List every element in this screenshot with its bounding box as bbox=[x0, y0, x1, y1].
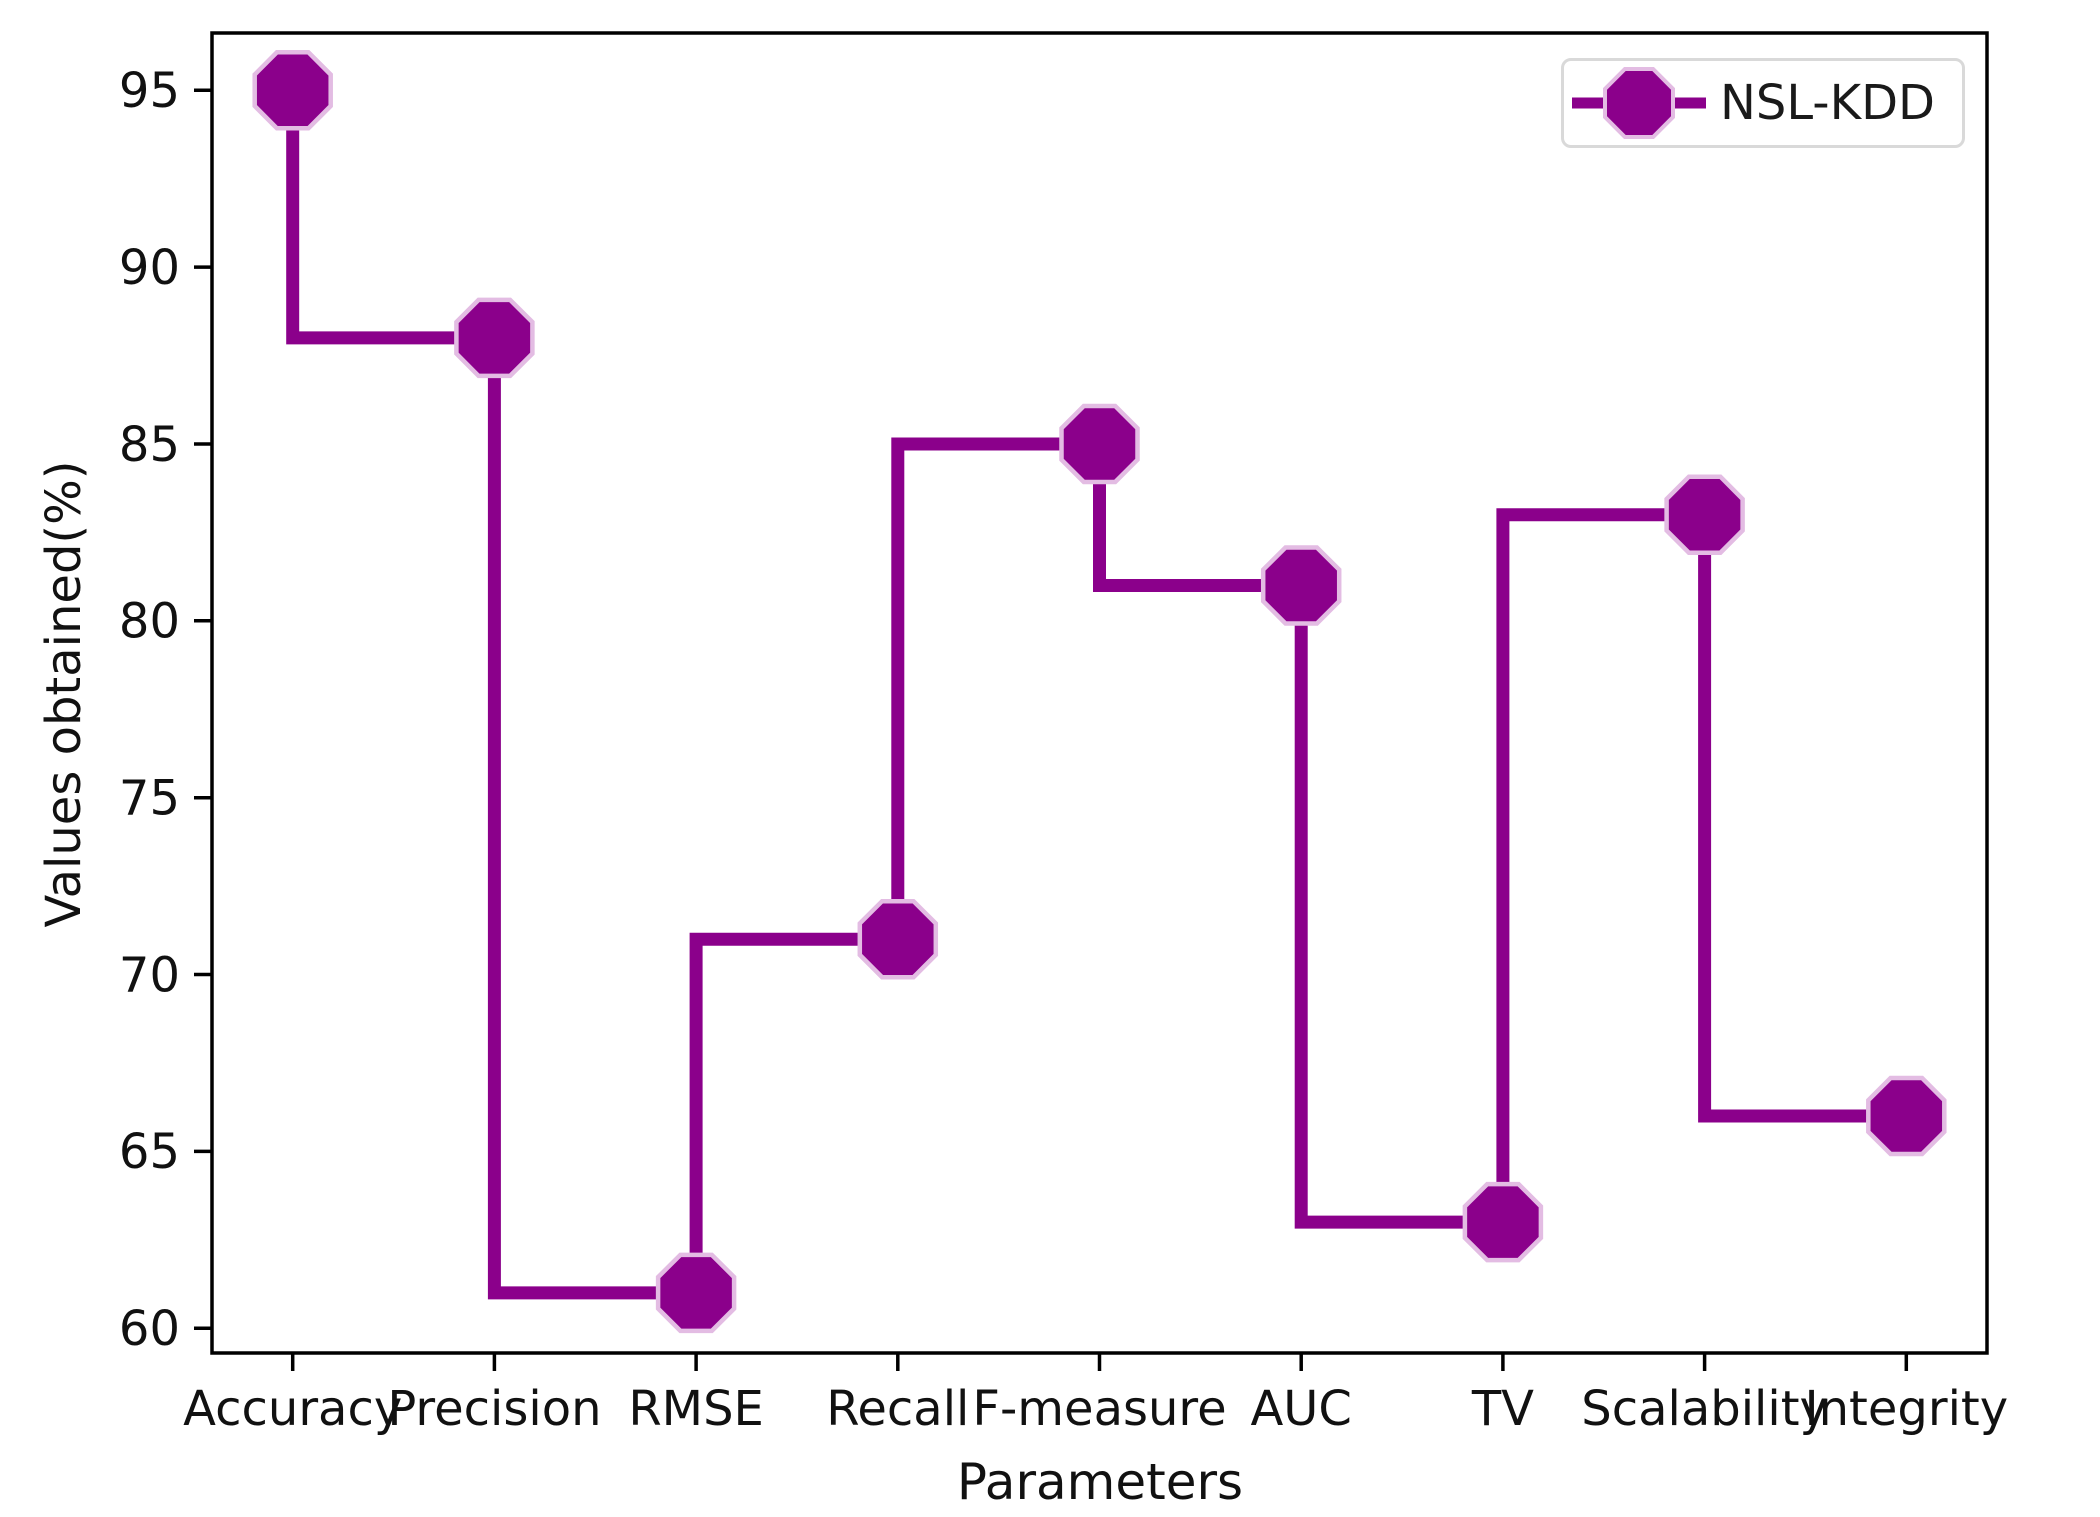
data-point-marker-accuracy bbox=[252, 50, 333, 131]
data-point-marker-integrity bbox=[1866, 1075, 1947, 1157]
data-point-marker-rmse bbox=[655, 1252, 737, 1334]
x-tick-label: F-measure bbox=[972, 1381, 1226, 1437]
legend: NSL-KDD bbox=[1561, 58, 1965, 148]
x-tick-label: AUC bbox=[1250, 1381, 1351, 1437]
y-tick-label: 75 bbox=[119, 771, 180, 827]
x-tick-label: RMSE bbox=[628, 1381, 764, 1437]
plot-border bbox=[210, 31, 1989, 1355]
y-tick-label: 80 bbox=[119, 594, 180, 650]
y-tick-label: 65 bbox=[119, 1124, 180, 1180]
data-point-marker-scalability bbox=[1664, 474, 1745, 555]
x-tick-label: Accuracy bbox=[183, 1381, 402, 1437]
y-tick-label: 90 bbox=[119, 240, 180, 296]
legend-marker bbox=[1572, 67, 1706, 139]
y-tick-label: 60 bbox=[119, 1301, 180, 1357]
y-tick-label: 95 bbox=[119, 63, 180, 119]
x-axis-title: Parameters bbox=[956, 1453, 1244, 1511]
y-axis-title: Values obtained(%) bbox=[36, 460, 92, 928]
legend-label: NSL-KDD bbox=[1720, 75, 1935, 131]
y-tick-label: 85 bbox=[119, 417, 180, 473]
x-tick-label: Scalability bbox=[1581, 1381, 1828, 1437]
data-point-marker-precision bbox=[454, 297, 535, 379]
legend-octagon-icon bbox=[1603, 67, 1675, 139]
x-tick-label: TV bbox=[1471, 1381, 1534, 1437]
y-tick-label: 70 bbox=[119, 947, 180, 1003]
data-point-marker-auc bbox=[1260, 545, 1342, 626]
data-point-marker-f-measure bbox=[1059, 403, 1140, 485]
x-tick-label: Recall bbox=[826, 1381, 969, 1437]
x-tick-label: Integrity bbox=[1804, 1381, 2008, 1437]
data-point-marker-tv bbox=[1462, 1181, 1544, 1263]
x-tick-label: Precision bbox=[387, 1381, 601, 1437]
step-line bbox=[286, 90, 1907, 1300]
data-point-marker-recall bbox=[857, 898, 939, 980]
